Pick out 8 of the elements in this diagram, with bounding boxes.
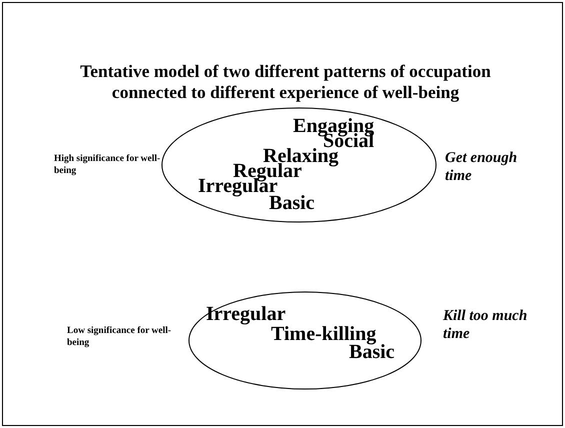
significance-label: Low significance for well-being — [67, 325, 172, 349]
time-note: Kill too much time — [443, 307, 528, 343]
occupation-word: Time-killing — [271, 324, 376, 344]
title: Tentative model of two different patterns of occupation connected to different experience of well-being — [79, 61, 492, 103]
significance-label: High significance for well-being — [54, 153, 162, 177]
time-note: Get enough time — [445, 149, 518, 185]
occupation-word: Basic — [269, 193, 315, 213]
occupation-word: Irregular — [206, 304, 286, 324]
